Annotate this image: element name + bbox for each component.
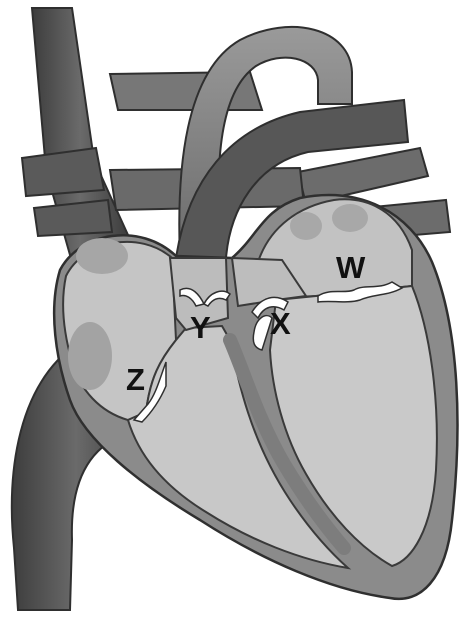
vein-opening-1: [76, 238, 128, 274]
vein-opening-4: [332, 204, 368, 232]
label-x: X: [270, 306, 291, 341]
pulmonary-vein-left-lower: [34, 200, 112, 236]
label-w: W: [336, 250, 366, 285]
vein-opening-2: [68, 322, 112, 390]
pulmonary-vein-left-upper: [22, 148, 104, 196]
label-z: Z: [126, 362, 145, 397]
vein-opening-3: [290, 212, 322, 240]
label-y: Y: [190, 310, 211, 345]
